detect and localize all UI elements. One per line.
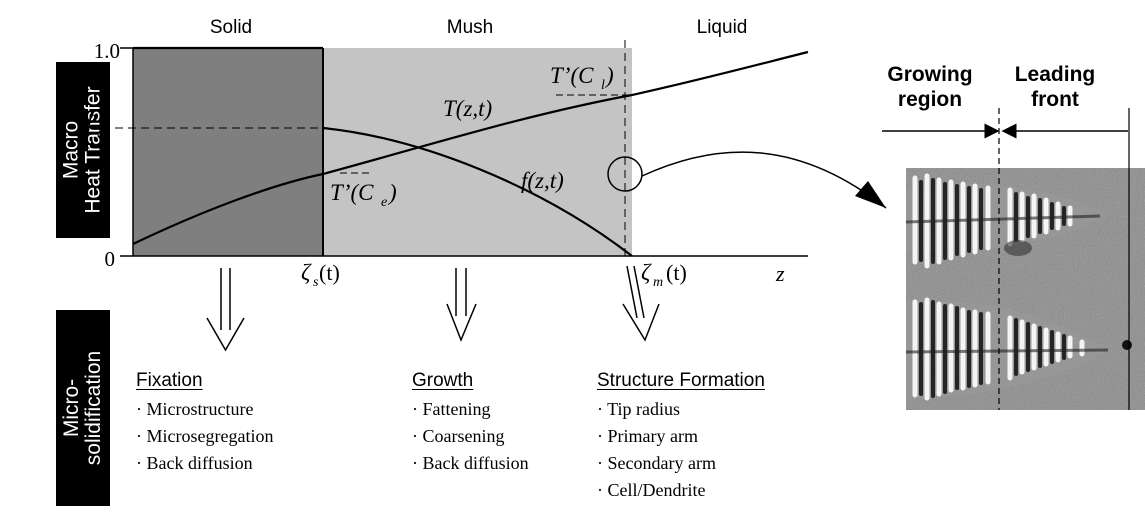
macro-heat-transfer-label: Macro Heat Transfer <box>56 62 110 238</box>
list-item: Primary arm <box>597 423 765 450</box>
list-item: Secondary arm <box>597 450 765 477</box>
tcl-label-main: T’(C <box>550 63 594 88</box>
tcl-label-sub: l <box>601 78 605 93</box>
zeta-s-label: ζ s (t) <box>301 260 340 290</box>
structure-formation-title: Structure Formation <box>597 370 765 391</box>
growing-line1: Growing <box>887 63 972 86</box>
zeta-s-sub: s <box>313 275 319 290</box>
list-item: Back diffusion <box>136 450 273 477</box>
list-item: Cell/Dendrite <box>597 477 765 504</box>
leading-front-label: Leading front <box>1015 63 1096 111</box>
zeta-m-sub: m <box>653 275 663 290</box>
arrow-growth <box>446 268 477 343</box>
zeta-s-arg: (t) <box>319 260 340 285</box>
growth-list: Growth Fattening Coarsening Back diffusi… <box>412 367 529 477</box>
lower-dendrite <box>906 297 1132 401</box>
tcl-label: T’(C l ) <box>550 63 614 93</box>
zeta-m-label: ζ m (t) <box>641 260 687 290</box>
zeta-m-arg: (t) <box>666 260 687 285</box>
tce-label-close: ) <box>387 180 397 205</box>
leading-line1: Leading <box>1015 63 1096 86</box>
list-item: Coarsening <box>412 423 529 450</box>
growth-title: Growth <box>412 370 474 391</box>
x-axis-variable: z <box>775 261 785 286</box>
micro-solidification-label: Micro- solidification <box>56 310 110 506</box>
y-label-fe: f e <box>86 111 103 141</box>
list-item: Back diffusion <box>412 450 529 477</box>
fixation-title: Fixation <box>136 370 203 391</box>
list-item: Tip radius <box>597 396 765 423</box>
zeta-s-main: ζ <box>301 260 312 285</box>
fraction-curve <box>322 126 633 257</box>
tce-label-sub: e <box>381 195 387 210</box>
fixation-list: Fixation Microstructure Microsegregation… <box>136 367 273 477</box>
y-label-fe-main: f <box>86 111 96 136</box>
zoom-arrow <box>641 151 887 209</box>
zoom-circle <box>607 156 643 192</box>
solid-region <box>133 48 323 256</box>
fraction-curve-label: f(z,t) <box>521 168 564 193</box>
zoom-arrow-head <box>855 181 886 208</box>
arrow-structure <box>622 265 660 342</box>
list-item: Microsegregation <box>136 423 274 450</box>
arrow-fixation <box>206 268 245 352</box>
structure-formation-list: Structure Formation Tip radius Primary a… <box>597 367 765 504</box>
list-item: Fattening <box>412 396 529 423</box>
region-solid-label: Solid <box>210 17 252 38</box>
growing-line2: region <box>898 88 962 111</box>
tce-label: T’(C e ) <box>330 180 397 210</box>
dendrite-micrograph <box>906 168 1145 410</box>
upper-dendrite <box>906 173 1108 269</box>
tce-label-main: T’(C <box>330 180 374 205</box>
zeta-m-main: ζ <box>641 260 652 285</box>
region-liquid-label: Liquid <box>697 17 748 38</box>
y-label-zero: 0 <box>105 247 116 271</box>
y-label-one: 1.0 <box>94 39 120 63</box>
temperature-curve-label: T(z,t) <box>443 96 492 121</box>
tcl-label-close: ) <box>604 63 614 88</box>
list-item: Microstructure <box>136 396 273 423</box>
y-label-fe-sub: e <box>97 126 103 141</box>
region-mush-label: Mush <box>447 17 493 38</box>
growing-region-label: Growing region <box>887 63 972 111</box>
temperature-curve <box>132 50 809 245</box>
leading-line2: front <box>1031 88 1079 111</box>
